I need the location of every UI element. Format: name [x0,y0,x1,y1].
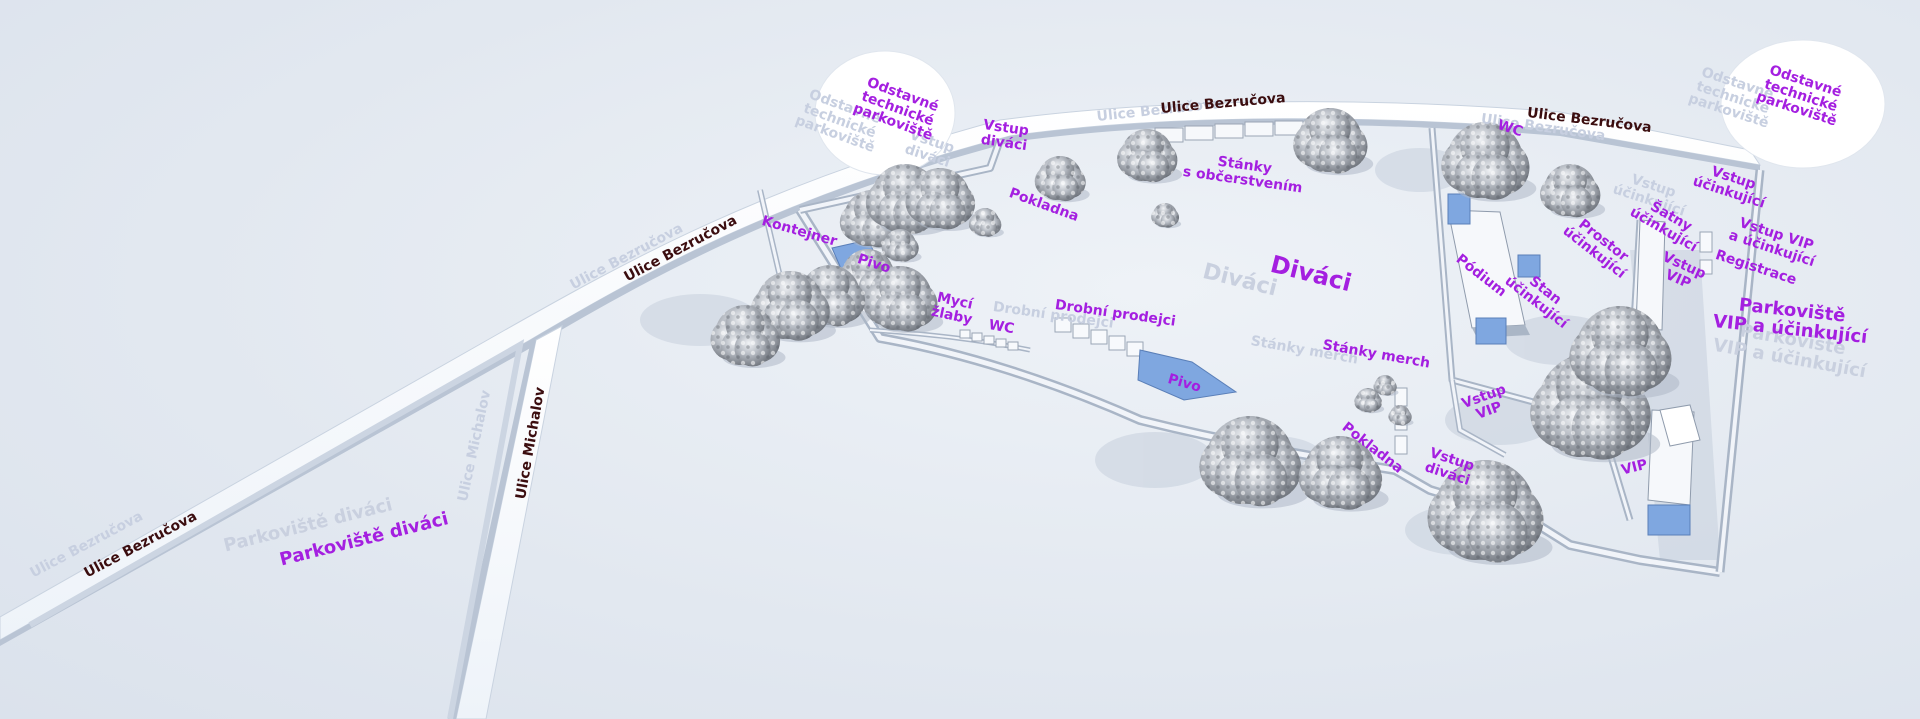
tree [1034,156,1090,203]
tree [863,266,944,334]
tree [905,168,981,231]
tree [1199,416,1310,509]
podium-blue-block [1447,193,1471,225]
tree [881,229,922,263]
tree [1117,129,1183,184]
podium-blue-block-2 [1475,317,1507,345]
tree [1151,203,1182,229]
tree [1298,436,1389,512]
satny-building [1635,219,1666,331]
road-michalov [448,325,563,719]
trees [710,108,1680,565]
tree [1569,306,1680,399]
vip-blue-block [1647,504,1691,536]
odstavne-bubble-right [1720,39,1886,169]
tree [1354,388,1385,414]
parking-divaci [28,339,525,719]
technical-parking-bubbles [814,39,1886,176]
road-bezrucova [0,101,1762,646]
label-vstup-divaci-top: Vstup diváci [980,117,1030,154]
tree [1373,375,1399,396]
tree [968,208,1004,238]
tree [1540,164,1606,219]
tree [1427,460,1553,565]
tree [710,305,786,368]
tent-pivo-center [1137,349,1238,401]
vip-building-roof [1659,404,1701,447]
tree [1293,108,1374,176]
tree [1441,122,1537,202]
tree [1388,405,1414,426]
stan-ucinkujici-blue [1517,254,1541,278]
